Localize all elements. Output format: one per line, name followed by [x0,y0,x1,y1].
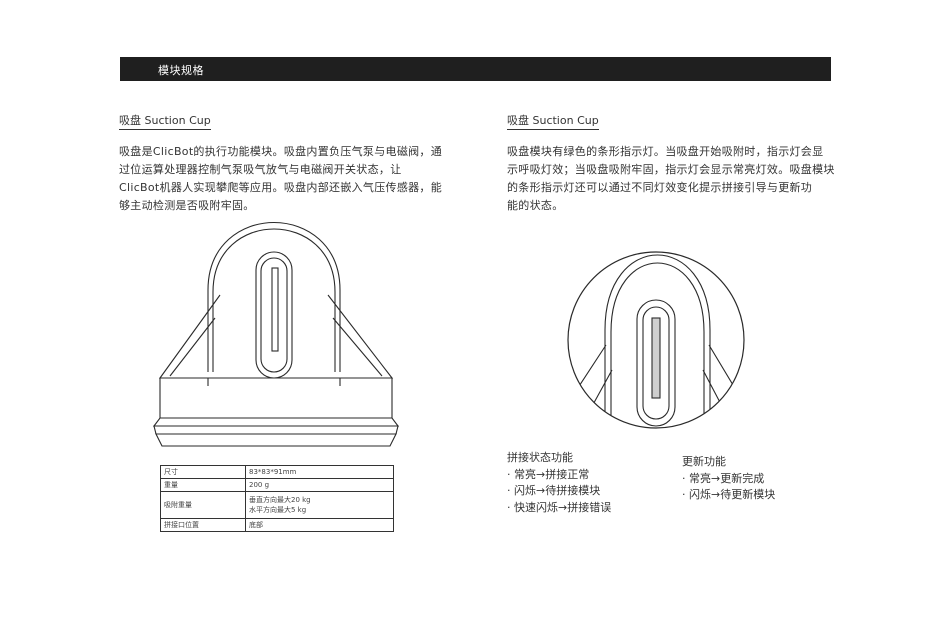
closeup-indicator-bar [651,317,661,399]
splice-status-item: · 快速闪烁→拼接错误 [507,501,612,514]
spec-value-line: 水平方向最大5 kg [249,506,307,514]
left-description-line: ClicBot机器人实现攀爬等应用。吸盘内部还嵌入气压传感器，能 [119,181,443,194]
right-description: 吸盘模块有绿色的条形指示灯。当吸盘开始吸附时，指示灯会显 示呼吸灯效；当吸盘吸附… [507,143,835,215]
left-description: 吸盘是ClicBot的执行功能模块。吸盘内置负压气泵与电磁阀，通 过位运算处理器… [119,143,442,215]
update-item: · 常亮→更新完成 [682,472,765,485]
header-title: 模块规格 [158,64,204,77]
table-row: 重量 200 g [160,478,394,492]
left-section-title: 吸盘 Suction Cup [119,112,211,130]
right-description-line: 示呼吸灯效；当吸盘吸附牢固，指示灯会显示常亮灯效。吸盘模块 [507,163,835,176]
table-row: 拼接口位置 底部 [160,518,394,532]
splice-status-title: 拼接状态功能 [507,451,573,464]
splice-status-item: · 常亮→拼接正常 [507,468,590,481]
right-section-title: 吸盘 Suction Cup [507,112,599,130]
splice-status-item: · 闪烁→待拼接模块 [507,484,601,497]
left-description-line: 够主动检测是否吸附牢固。 [119,199,255,212]
closeup-indicator-slot [636,299,676,427]
closeup-circle [567,251,745,429]
left-description-line: 过位运算处理器控制气泵吸气放气与电磁阀开关状态，让 [119,163,402,176]
header-bar: 模块规格 [120,57,831,81]
spec-table: 尺寸 83*83*91mm 重量 200 g 吸附重量 垂直方向最大20 kg … [160,465,394,532]
indicator-bar [271,267,279,352]
cup-body-outline [207,221,341,372]
right-description-line: 能的状态。 [507,199,564,212]
right-description-line: 的条形指示灯还可以通过不同灯效变化提示拼接引导与更新功 [507,181,813,194]
spec-value: 底部 [245,518,394,532]
update-item: · 闪烁→待更新模块 [682,488,776,501]
spec-value-line: 垂直方向最大20 kg [249,496,311,504]
closeup-body-outline [604,254,711,428]
left-description-line: 吸盘是ClicBot的执行功能模块。吸盘内置负压气泵与电磁阀，通 [119,145,443,158]
right-description-line: 吸盘模块有绿色的条形指示灯。当吸盘开始吸附时，指示灯会显 [507,145,824,158]
update-title: 更新功能 [682,455,726,468]
